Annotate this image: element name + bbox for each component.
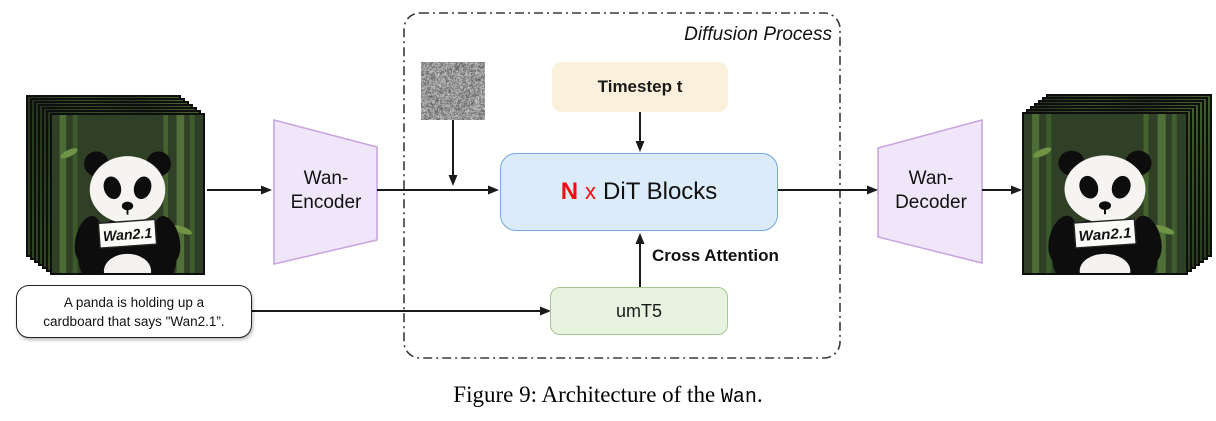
input-frame-front: Wan2.1 [50,113,205,275]
dit-n: N [561,178,578,206]
noise-latent-image [421,62,485,120]
wan-decoder-label: Wan- Decoder [880,167,982,215]
figure-caption: Figure 9: Architecture of the Wan. [0,382,1216,409]
arrowhead-input-to-encoder [261,186,272,195]
caption-code: Wan [721,386,757,409]
prompt-line1: A panda is holding up a [64,293,204,312]
umt5-box: umT5 [550,287,728,335]
caption-prefix: Figure 9: Architecture of the [453,382,721,407]
wan-encoder-label: Wan- Encoder [275,167,377,215]
diffusion-process-title: Diffusion Process [580,24,832,46]
panda-illustration: Wan2.1 [52,115,203,273]
panda-sign: Wan2.1 [98,219,156,248]
output-frame-front: Wan2.1 [1022,112,1188,275]
arrowhead-dit-to-decoder [867,186,878,195]
arrowhead-umt5-to-dit [636,233,645,244]
panda-sign: Wan2.1 [1074,219,1136,248]
cross-attention-label: Cross Attention [652,246,779,266]
dit-blocks-box: N x DiT Blocks [500,153,778,231]
prompt-box: A panda is holding up a cardboard that s… [16,285,252,338]
arrowhead-noise-down [449,175,458,186]
timestep-box: Timestep t [552,62,728,112]
panda-illustration: Wan2.1 [1024,114,1186,273]
caption-suffix: . [757,382,763,407]
dit-label: DiT Blocks [603,178,717,206]
prompt-line2: cardboard that says "Wan2.1”. [43,312,224,331]
dit-times: x [585,179,596,205]
arrowhead-timestep-to-dit [636,141,645,152]
arrowhead-encoder-to-dit [488,186,499,195]
arrowhead-decoder-to-output [1011,186,1022,195]
